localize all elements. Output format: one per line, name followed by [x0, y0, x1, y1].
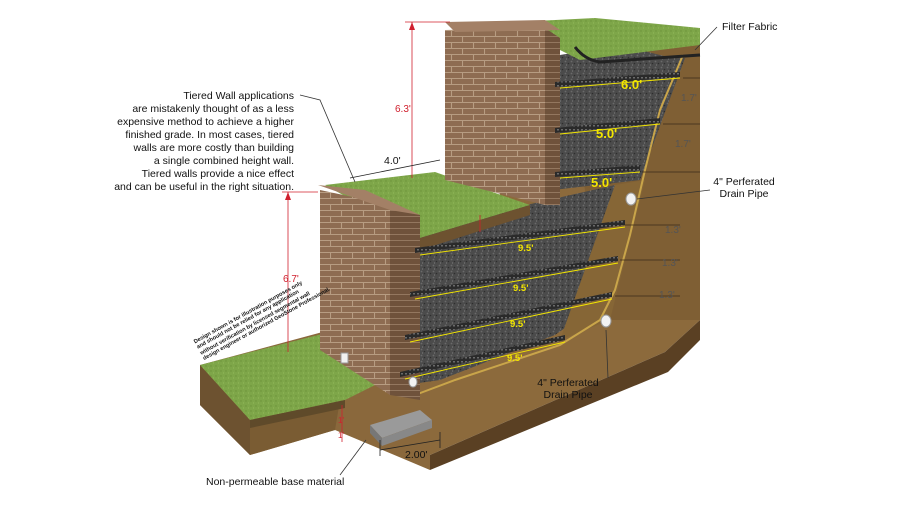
- lower-geogrid-layers: [400, 220, 625, 377]
- lower-grid-length-2: 9.5': [513, 283, 529, 294]
- upper-geogrid-layers: [555, 72, 680, 177]
- upper-grid-length-2: 5.0': [596, 126, 618, 141]
- upper-spacing-1: 1.7': [681, 93, 697, 104]
- lower-grid-length-1: 9.5': [518, 243, 534, 254]
- drain-pipe-upper: [625, 192, 637, 206]
- lower-spacing-1: 1.3': [665, 225, 681, 236]
- upper-wall-height-dim: 6.3': [395, 104, 411, 115]
- lower-wall-side: [390, 205, 420, 400]
- drain-outlet-front: [340, 352, 349, 364]
- drain-pipe-upper-label: 4" Perferated Drain Pipe: [713, 176, 775, 200]
- drain-pipe-lower-label: 4" Perferated Drain Pipe: [537, 377, 599, 401]
- base-pad: [370, 410, 432, 438]
- embed-upper-dim: 1': [338, 416, 344, 425]
- soil-side-shadow: [430, 320, 700, 470]
- grass-middle-tier: [325, 172, 530, 238]
- lower-spacing-2: 1.3': [662, 258, 678, 269]
- upper-grid-length-1: 6.0': [621, 77, 643, 92]
- base-pad-front: [370, 425, 382, 446]
- base-pad-side: [382, 420, 432, 446]
- lower-wall-height-dim: 6.7': [283, 274, 299, 285]
- lower-grid-length-4: 9.5': [507, 353, 523, 364]
- base-width-dim: 2.00': [405, 449, 428, 461]
- upper-grid-length-3: 5.0': [591, 175, 613, 190]
- upper-wall-cap: [445, 20, 560, 32]
- embed-lower-dim: 1': [338, 431, 344, 440]
- upper-wall-side: [545, 28, 560, 205]
- upper-wall-front: [445, 28, 545, 205]
- lower-spacing-3: 1.3': [659, 290, 675, 301]
- base-material-label: Non-permeable base material: [206, 476, 345, 488]
- upper-spacing-2: 1.7': [675, 139, 691, 150]
- lower-wall-front: [320, 190, 390, 395]
- lower-grid-length-3: 9.5': [510, 319, 526, 330]
- grass-bottom-edge: [250, 400, 345, 428]
- filter-fabric-label: Filter Fabric: [722, 21, 778, 33]
- filter-fabric-line: [414, 54, 684, 396]
- base-soil-front: [200, 365, 250, 455]
- tier-setback-dim: 4.0': [384, 155, 401, 167]
- drain-outlet-lower: [408, 376, 418, 388]
- drain-pipe-lower: [600, 314, 612, 328]
- grass-middle-tier-edge: [420, 205, 530, 250]
- tiered-wall-note: Tiered Wall applications are mistakenly …: [114, 90, 294, 193]
- lower-wall-cap: [318, 185, 420, 215]
